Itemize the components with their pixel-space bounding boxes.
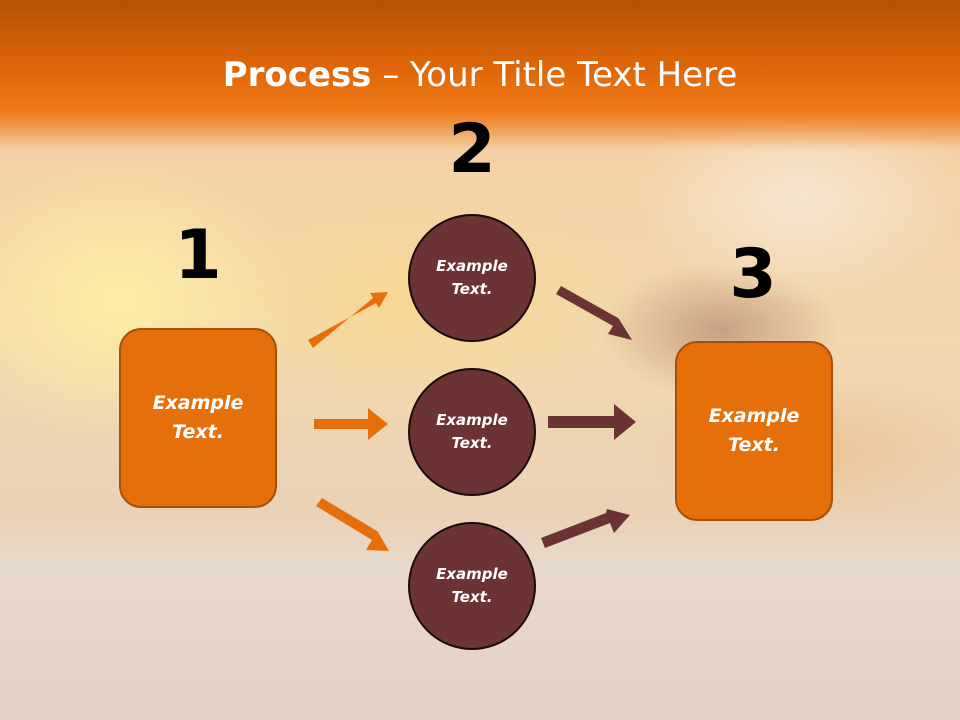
- step-2-circle-bottom[interactable]: Example Text.: [408, 522, 536, 650]
- step-1-label: Example Text.: [152, 392, 244, 443]
- title-bold: Process: [222, 55, 372, 95]
- step-3-box[interactable]: Example Text.: [675, 341, 833, 521]
- step-number-3: 3: [729, 235, 777, 314]
- step-2-circle-top-label: Example Text.: [436, 257, 508, 298]
- step-number-1: 1: [174, 216, 222, 295]
- header-band: [0, 0, 960, 150]
- step-2-circle-middle[interactable]: Example Text.: [408, 368, 536, 496]
- title-rest: – Your Title Text Here: [371, 55, 738, 95]
- step-2-circle-bottom-label: Example Text.: [436, 565, 508, 606]
- step-2-circle-top[interactable]: Example Text.: [408, 214, 536, 342]
- step-2-circle-middle-label: Example Text.: [436, 411, 508, 452]
- slide-title[interactable]: Process – Your Title Text Here: [0, 52, 960, 98]
- step-1-box[interactable]: Example Text.: [119, 328, 277, 508]
- step-3-label: Example Text.: [708, 405, 800, 456]
- step-number-2: 2: [448, 110, 496, 189]
